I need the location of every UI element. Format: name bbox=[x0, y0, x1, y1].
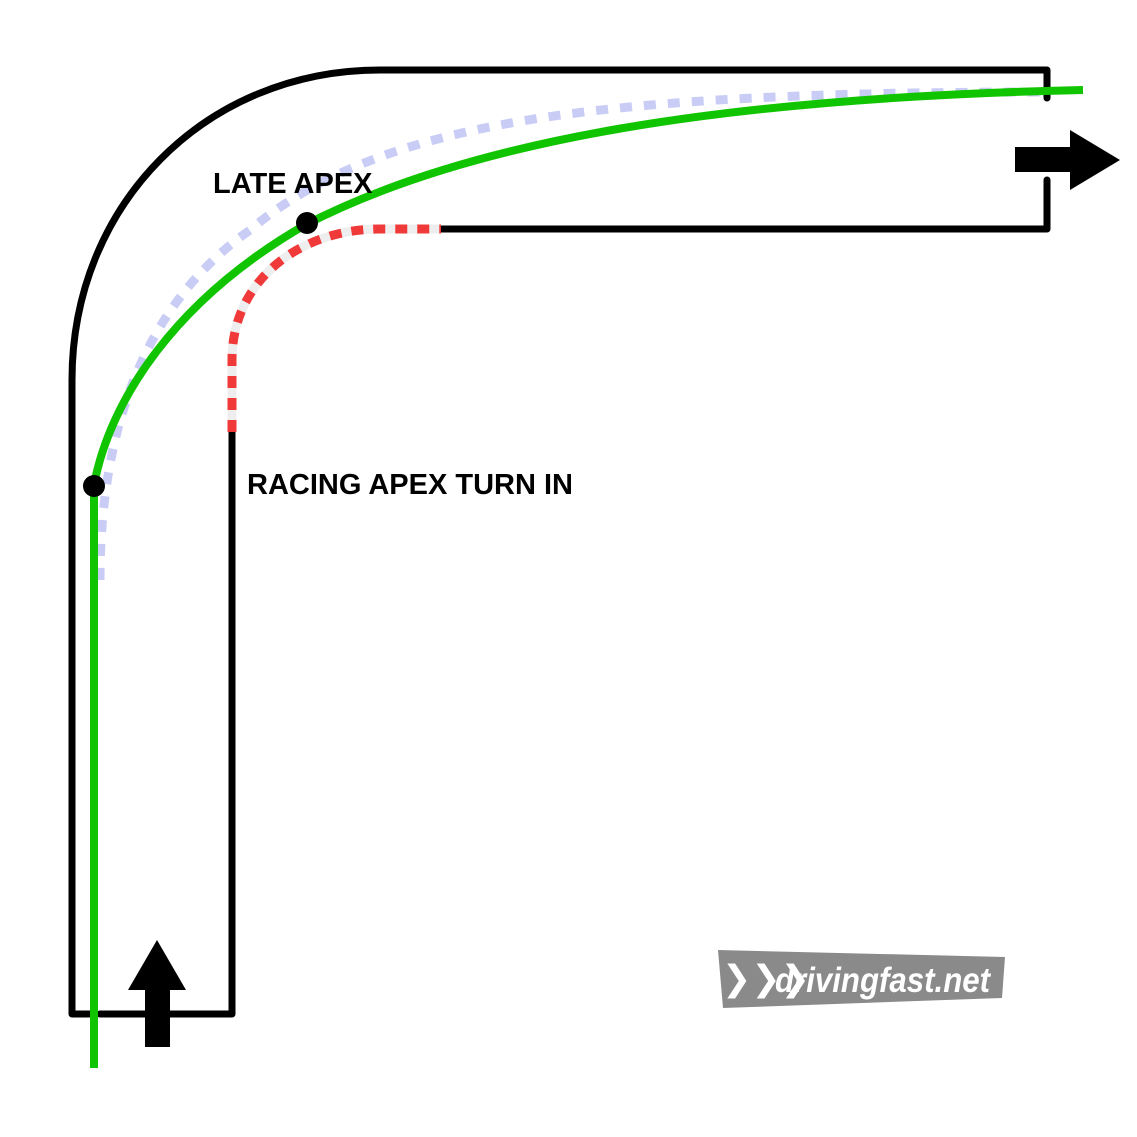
late-apex-label: LATE APEX bbox=[213, 168, 373, 200]
drivingfast-logo: ❯❯❯ drivingfast.net bbox=[718, 950, 1005, 1008]
logo-background bbox=[718, 950, 1005, 1008]
inside-kerb-red-dashes bbox=[227, 224, 441, 432]
arrow-up-icon bbox=[128, 940, 186, 1047]
arrow-right-icon bbox=[1015, 130, 1120, 190]
alternate-line-dotted bbox=[95, 87, 1048, 581]
logo-text: drivingfast.net bbox=[775, 961, 991, 1000]
late-apex-marker bbox=[296, 212, 318, 234]
inside-kerb-white bbox=[227, 224, 441, 432]
track-outer-edge bbox=[68, 66, 1051, 1018]
track-inner-edge-lower bbox=[96, 428, 236, 1018]
racing-apex-turn-in-label: RACING APEX TURN IN bbox=[247, 469, 573, 501]
track-inner-edge-upper bbox=[437, 176, 1051, 233]
turn-in-point-marker bbox=[83, 475, 105, 497]
logo-chevrons: ❯❯❯ bbox=[722, 959, 810, 999]
racing-line bbox=[90, 86, 1084, 1068]
